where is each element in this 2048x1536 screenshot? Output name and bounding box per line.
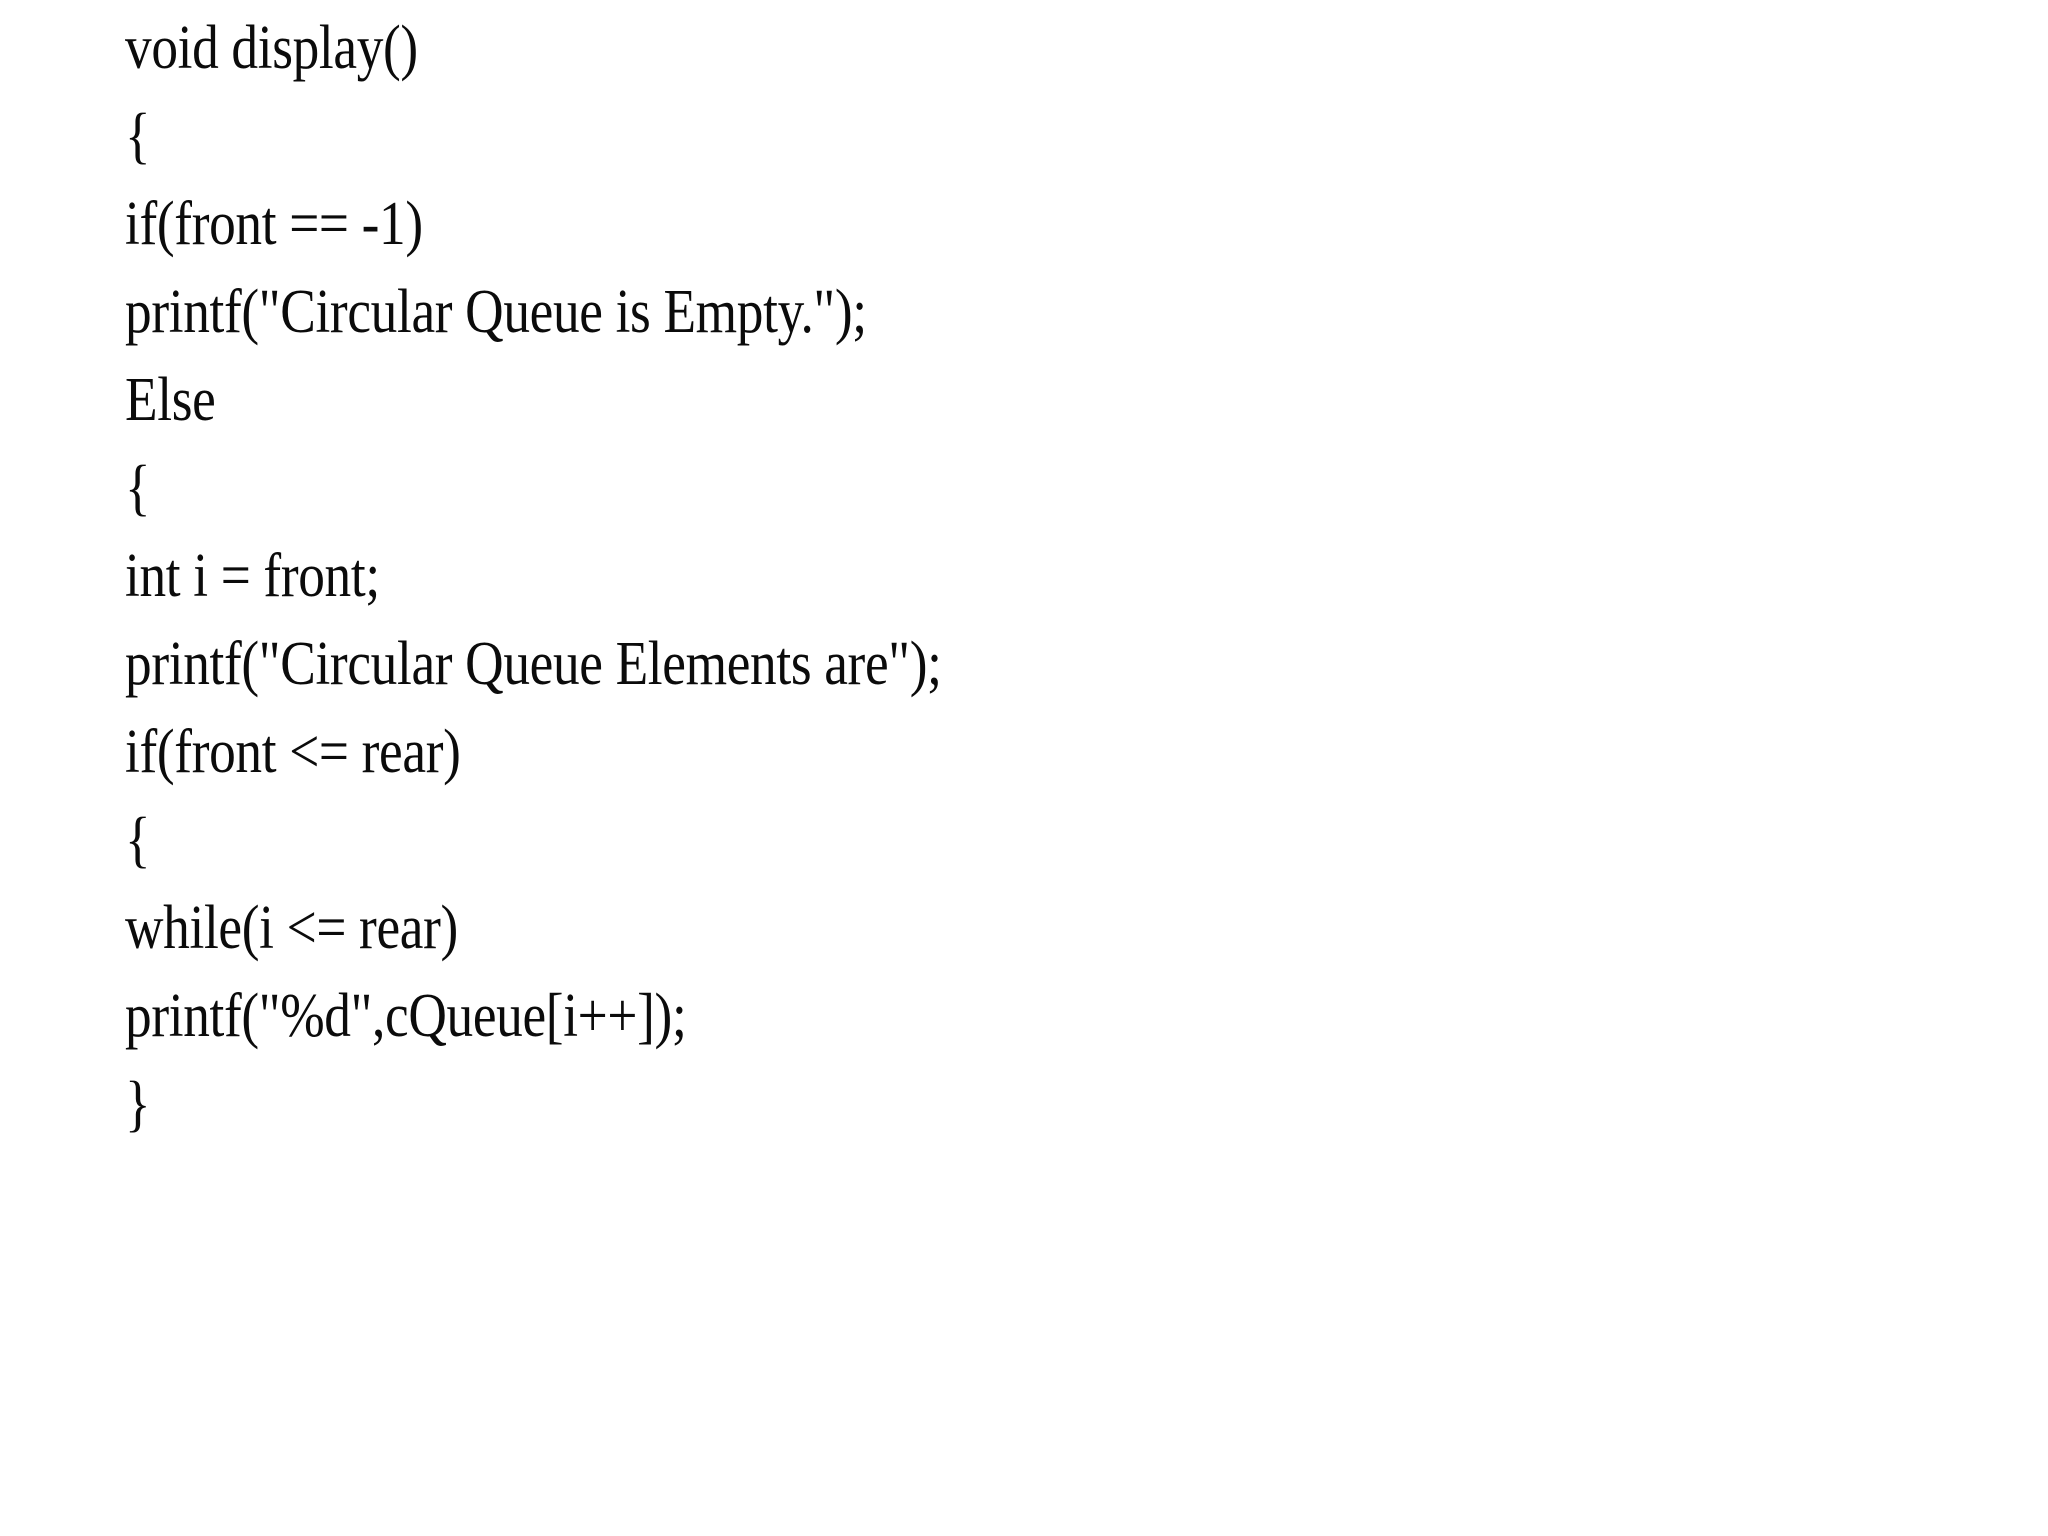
code-line-1: void display() <box>125 14 418 82</box>
code-line-7: int i = front; <box>125 542 380 610</box>
code-line-6: { <box>125 454 151 522</box>
code-line-2: { <box>125 102 151 170</box>
code-line-11: while(i <= rear) <box>125 894 458 962</box>
code-line-9: if(front <= rear) <box>125 718 461 786</box>
code-listing: void display() { if(front == -1) printf(… <box>125 4 1925 1148</box>
code-line-4: printf("Circular Queue is Empty."); <box>125 278 867 346</box>
code-line-13: } <box>125 1070 151 1138</box>
code-line-10: { <box>125 806 151 874</box>
code-line-5: Else <box>125 366 216 434</box>
code-line-8: printf("Circular Queue Elements are"); <box>125 630 942 698</box>
code-line-12: printf("%d",cQueue[i++]); <box>125 982 687 1050</box>
code-line-3: if(front == -1) <box>125 190 423 258</box>
